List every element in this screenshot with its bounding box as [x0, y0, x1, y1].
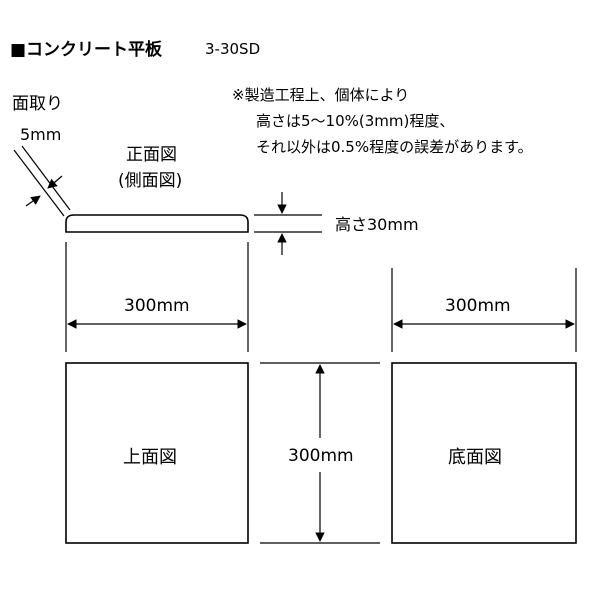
- thickness-dimension: [254, 192, 322, 255]
- bottom-view-label: 底面図: [448, 447, 502, 468]
- note-line-1: ※製造工程上、個体により: [232, 86, 410, 104]
- top-view-label: 上面図: [123, 447, 177, 468]
- model-number: 3-30SD: [205, 40, 261, 58]
- front-view-title: 正面図: [126, 145, 177, 165]
- front-width-label: 300mm: [124, 296, 190, 316]
- chamfer-leader: [13, 145, 71, 217]
- top-view-square: [65, 362, 249, 544]
- bottom-width-dimension: [391, 268, 577, 352]
- height-dimension: [260, 362, 380, 544]
- bottom-width-label: 300mm: [445, 296, 511, 316]
- height-label: 300mm: [288, 446, 354, 466]
- front-view-subtitle: (側面図): [118, 171, 183, 191]
- chamfer-label: 面取り: [12, 94, 63, 114]
- front-view-slab: [65, 214, 249, 233]
- thickness-label: 高さ30mm: [335, 215, 419, 234]
- note-line-2: 高さは5～10%(3mm)程度、: [256, 112, 455, 130]
- page-title: ■コンクリート平板: [10, 40, 163, 60]
- front-width-dimension: [65, 242, 249, 352]
- chamfer-size: 5mm: [20, 125, 62, 144]
- note-line-3: それ以外は0.5%程度の誤差があります。: [256, 138, 533, 156]
- bottom-view-square: [391, 362, 577, 544]
